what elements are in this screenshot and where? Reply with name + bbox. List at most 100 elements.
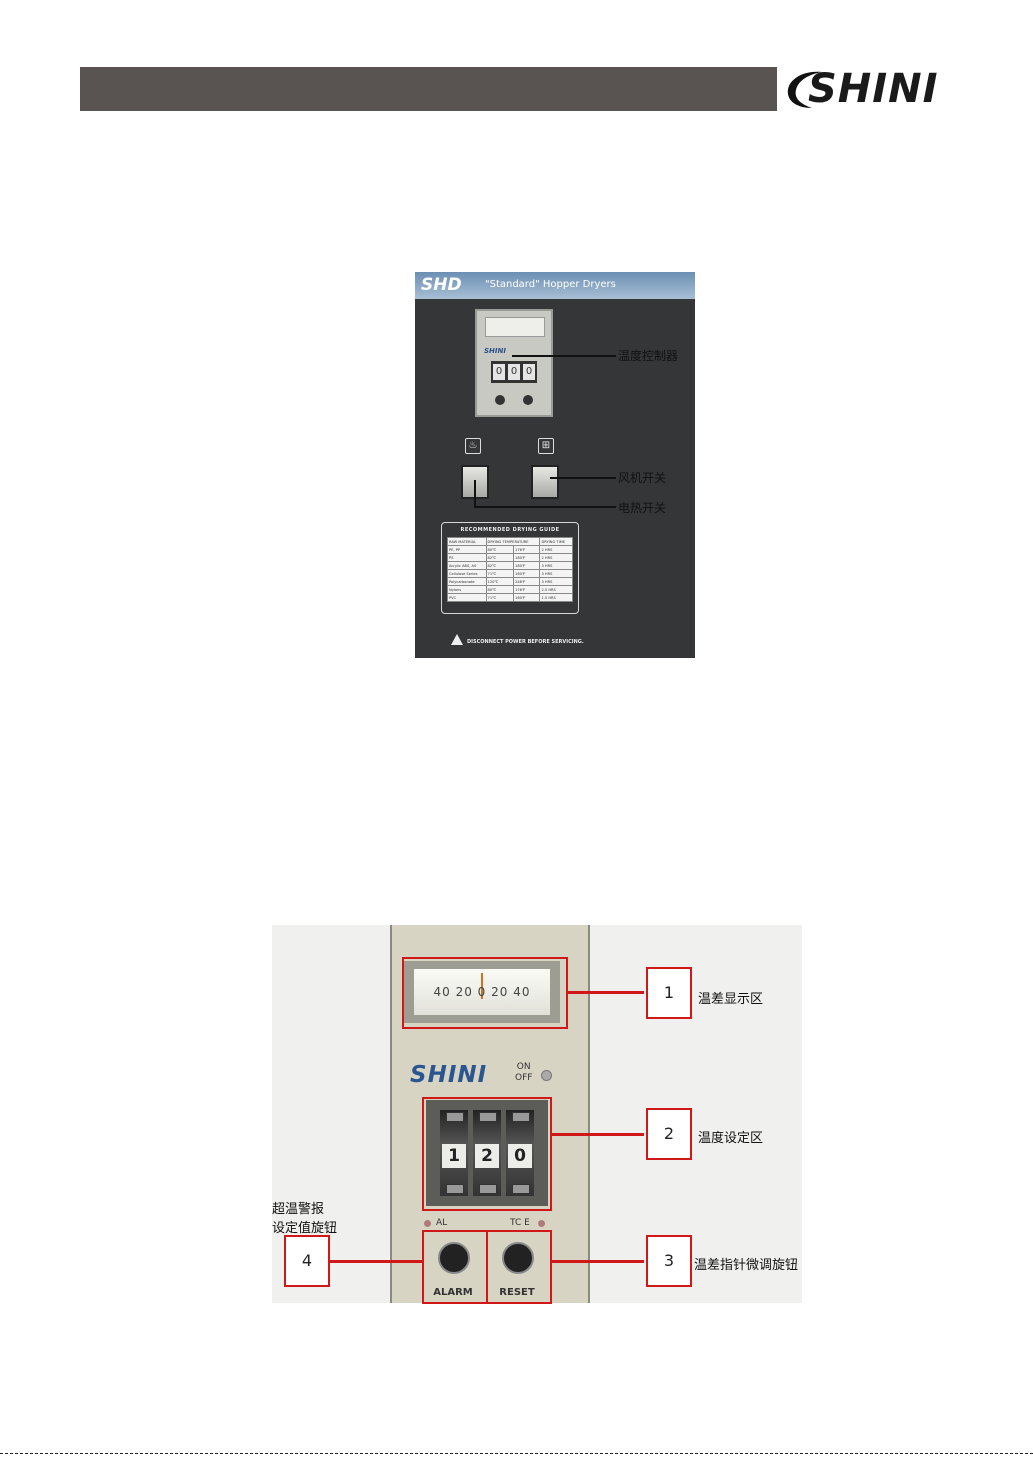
logo-swoosh-icon bbox=[787, 71, 822, 108]
power-indicator-led bbox=[541, 1070, 552, 1081]
table-cell: 71℃ bbox=[485, 569, 515, 578]
temperature-setting-wheels[interactable]: 1 2 0 bbox=[426, 1100, 548, 1206]
table-cell: PVC bbox=[447, 593, 487, 602]
tc-label: TC E bbox=[510, 1218, 530, 1228]
table-cell: PS bbox=[447, 553, 487, 562]
wheel-up-button[interactable] bbox=[446, 1112, 464, 1122]
annotation-text-2: 温度设定区 bbox=[698, 1131, 764, 1146]
table-cell: 160℉ bbox=[513, 593, 541, 602]
wheel-up-button[interactable] bbox=[512, 1112, 530, 1122]
off-label: OFF bbox=[515, 1073, 533, 1083]
alarm-knob-group: ALARM bbox=[424, 1230, 482, 1302]
mini-reset-knob[interactable] bbox=[523, 395, 533, 405]
warning-icon bbox=[451, 634, 463, 645]
mini-digit[interactable]: 0 bbox=[508, 364, 520, 380]
table-cell: 248℉ bbox=[513, 577, 541, 586]
wheel-digit: 2 bbox=[475, 1144, 499, 1168]
table-cell: Polycarbonate bbox=[447, 577, 487, 586]
mini-alarm-knob[interactable] bbox=[495, 395, 505, 405]
digit-wheel[interactable]: 0 bbox=[506, 1110, 534, 1196]
table-cell: 80℃ bbox=[485, 585, 515, 594]
table-cell: 80℃ bbox=[485, 545, 515, 554]
callout-line-fan bbox=[550, 477, 616, 479]
highlight-meter bbox=[402, 957, 568, 1029]
table-cell: 71℃ bbox=[485, 593, 515, 602]
wheel-down-button[interactable] bbox=[512, 1184, 530, 1194]
mini-digit-wheels[interactable]: 0 0 0 bbox=[491, 361, 537, 383]
deviation-meter: 40 20 0 20 40 bbox=[404, 961, 560, 1023]
annotation-number-3: 3 bbox=[646, 1235, 692, 1287]
table-header-row: RAW MATERIAL DRYING TEMPERATURE DRYING T… bbox=[447, 537, 573, 546]
table-cell: 82℃ bbox=[485, 561, 515, 570]
annotation-number-2: 2 bbox=[646, 1108, 692, 1160]
mini-digit[interactable]: 0 bbox=[523, 364, 535, 380]
fan-switch[interactable] bbox=[531, 465, 559, 499]
meter-scale: 40 20 0 20 40 bbox=[433, 985, 531, 999]
warning-text: DISCONNECT POWER BEFORE SERVICING. bbox=[467, 639, 584, 645]
table-cell: 3 HRS bbox=[539, 577, 573, 586]
highlight-alarm-knob bbox=[422, 1230, 488, 1304]
digit-wheel[interactable]: 1 bbox=[440, 1110, 468, 1196]
wheel-digit: 0 bbox=[508, 1144, 532, 1168]
callout-line-controller bbox=[512, 355, 616, 357]
table-cell: 120℃ bbox=[485, 577, 515, 586]
annotation-text-1: 温差显示区 bbox=[698, 992, 764, 1007]
meter-needle bbox=[481, 973, 483, 999]
table-cell: 3 HRS bbox=[539, 569, 573, 578]
drying-guide-title: RECOMMENDED DRYING GUIDE bbox=[460, 527, 560, 533]
tc-indicator-led bbox=[538, 1220, 545, 1227]
leader-line-1 bbox=[566, 991, 644, 994]
table-cell: 180℉ bbox=[513, 561, 541, 570]
temperature-controller-unit[interactable]: SHINI 0 0 0 bbox=[475, 309, 553, 417]
table-cell: 180℉ bbox=[513, 553, 541, 562]
wheel-up-button[interactable] bbox=[479, 1112, 497, 1122]
wheel-digit: 1 bbox=[442, 1144, 466, 1168]
leader-line-4 bbox=[330, 1260, 422, 1263]
logo-text: SHINI bbox=[808, 66, 939, 112]
panel-model: SHD bbox=[421, 275, 462, 295]
shini-logo: SHINI bbox=[780, 58, 950, 118]
wheel-down-button[interactable] bbox=[479, 1184, 497, 1194]
alarm-knob[interactable] bbox=[438, 1242, 470, 1274]
table-cell: 2 HRS bbox=[539, 553, 573, 562]
column-header: DRYING TIME bbox=[539, 537, 573, 546]
column-header: DRYING TEMPERATURE bbox=[485, 537, 541, 546]
on-off-label: ON OFF bbox=[515, 1062, 532, 1084]
annotation-number-1: 1 bbox=[646, 967, 692, 1019]
highlight-reset-knob bbox=[486, 1230, 552, 1304]
al-indicator-led bbox=[424, 1220, 431, 1227]
table-cell: 160℉ bbox=[513, 569, 541, 578]
header-bar bbox=[80, 67, 777, 111]
al-label: AL bbox=[436, 1218, 448, 1228]
mini-digit[interactable]: 0 bbox=[493, 364, 505, 380]
reset-knob[interactable] bbox=[502, 1242, 534, 1274]
annotation-text-4-line1: 超温警报 bbox=[272, 1202, 325, 1217]
table-cell: PE, PP bbox=[447, 545, 487, 554]
table-cell: 176℉ bbox=[513, 585, 541, 594]
callout-fan-switch: 风机开关 bbox=[618, 471, 667, 485]
leader-line-2 bbox=[550, 1133, 644, 1136]
table-cell: Acrylic ABS, AS bbox=[447, 561, 487, 570]
dryer-control-panel: SHD "Standard" Hopper Dryers SHINI 0 0 0… bbox=[415, 272, 695, 658]
panel-header: SHD "Standard" Hopper Dryers bbox=[415, 272, 695, 299]
wheel-down-button[interactable] bbox=[446, 1184, 464, 1194]
reset-knob-group: RESET bbox=[488, 1230, 546, 1302]
digit-wheel[interactable]: 2 bbox=[473, 1110, 501, 1196]
callout-heater-switch: 电热开关 bbox=[618, 501, 667, 515]
table-cell: 2.5 HRS bbox=[539, 585, 573, 594]
callout-line-heater-v bbox=[474, 480, 476, 506]
column-header: RAW MATERIAL bbox=[447, 537, 487, 546]
table-cell: 176℉ bbox=[513, 545, 541, 554]
annotation-text-4: 超温警报 设定值旋钮 bbox=[272, 1198, 337, 1236]
annotation-number-4: 4 bbox=[284, 1235, 330, 1287]
callout-temp-controller: 温度控制器 bbox=[618, 349, 679, 363]
leader-line-3 bbox=[550, 1260, 644, 1263]
table-cell: 1.5 HRS bbox=[539, 593, 573, 602]
alarm-label: ALARM bbox=[433, 1287, 473, 1298]
